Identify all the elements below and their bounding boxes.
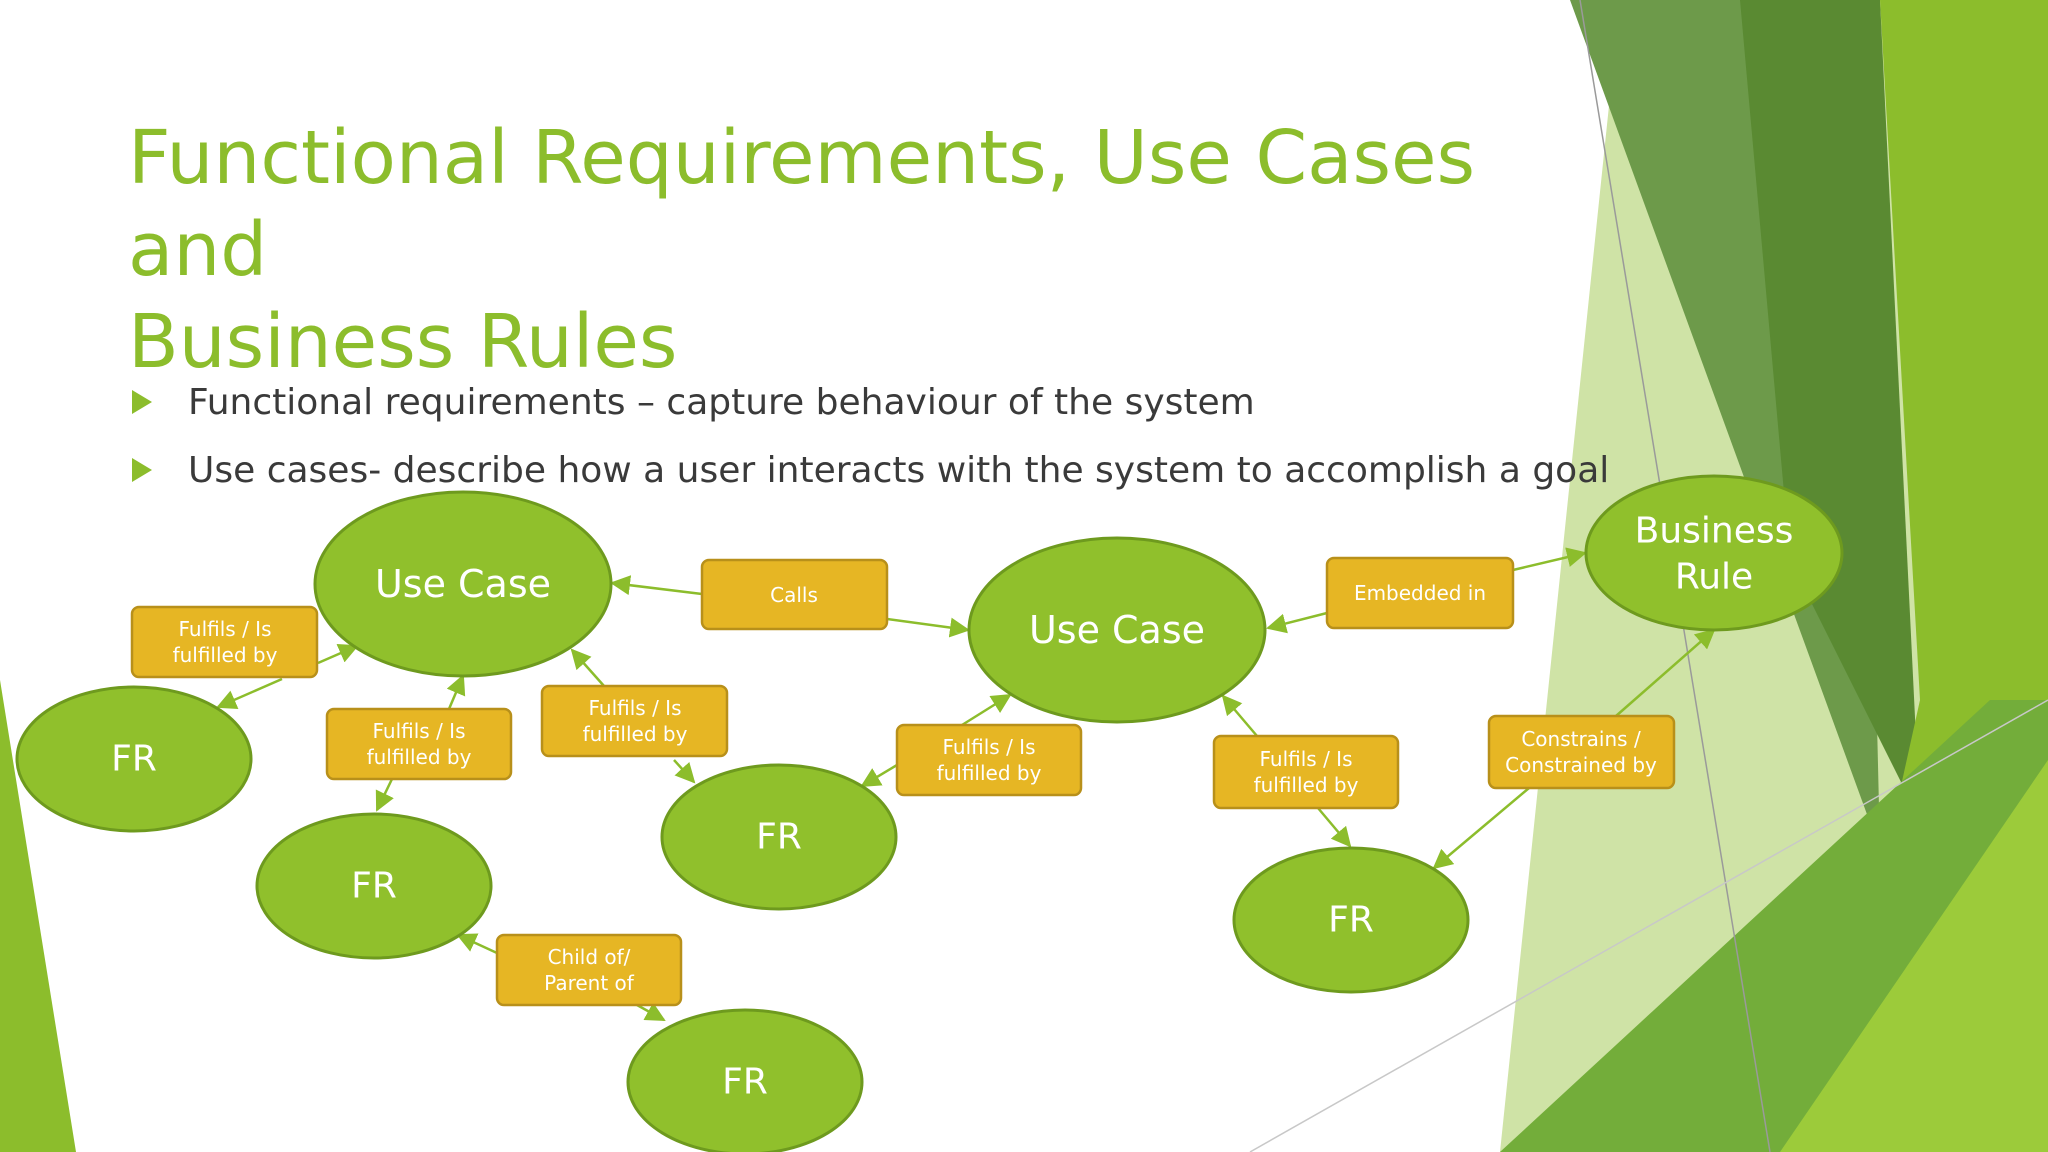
label-fulfils-5-line-1: Fulfils / Is	[1260, 747, 1353, 771]
label-constrains-line-1: Constrains /	[1521, 727, 1641, 751]
node-fr-4: FR	[626, 1008, 864, 1152]
label-fulfils-2-line-2: fulfilled by	[367, 745, 472, 769]
left-green-band	[0, 680, 76, 1152]
node-fr-1: FR	[15, 685, 253, 833]
bullet-text: Use cases- describe how a user interacts…	[188, 449, 1610, 491]
node-business-rule-label-line-2: Rule	[1675, 557, 1753, 598]
label-embedded-in: Embedded in	[1325, 556, 1515, 630]
triangle-bullet-icon	[132, 458, 152, 482]
label-fulfils-2-box	[325, 707, 513, 781]
edge-calls-to-uc1	[610, 575, 703, 596]
edge-calls-to-uc2	[886, 617, 970, 638]
edge-constrains-to-br	[1615, 628, 1716, 717]
label-constrains-line-2: Constrained by	[1505, 753, 1657, 777]
slide-title-line-1: Functional Requirements, Use Cases and	[128, 115, 1476, 293]
label-calls-text: Calls	[770, 583, 818, 607]
label-embedded-in-box	[1325, 556, 1515, 630]
label-fulfils-1-line-2: fulfilled by	[173, 643, 278, 667]
edge-fulfils4-to-uc2	[961, 693, 1012, 727]
label-fulfils-3-line-2: fulfilled by	[583, 722, 688, 746]
edge-fulfils3-to-uc1	[570, 648, 605, 687]
bullet-item-functional-requirements: Functional requirements – capture behavi…	[130, 368, 1609, 436]
edge-child-to-fr2	[456, 933, 498, 955]
node-fr-2: FR	[255, 812, 493, 960]
node-fr-4-label: FR	[722, 1062, 768, 1103]
label-fulfils-1-line-1: Fulfils / Is	[179, 617, 272, 641]
node-business-rule-label-line-1: Business	[1635, 511, 1794, 552]
label-calls: Calls	[700, 558, 889, 631]
slide-title-line-2: Business Rules	[128, 299, 678, 385]
label-fulfils-5-box	[1212, 734, 1400, 810]
node-fr-3: FR	[660, 763, 898, 911]
edge-fulfils5-to-fr5	[1317, 807, 1352, 848]
label-fulfils-3-line-1: Fulfils / Is	[589, 696, 682, 720]
node-use-case-1-label: Use Case	[375, 562, 551, 606]
edge-fulfils2-to-fr2	[375, 778, 394, 812]
node-use-case-2-shape	[967, 536, 1267, 724]
node-use-case-1-shape	[313, 490, 613, 678]
edge-child-to-fr4	[636, 1002, 666, 1022]
label-child-of-line-2: Parent of	[544, 971, 635, 995]
node-use-case-1: Use Case	[313, 490, 613, 678]
label-child-of-line-1: Child of/	[548, 945, 631, 969]
node-use-case-2: Use Case	[967, 536, 1267, 724]
node-business-rule-shape	[1584, 474, 1844, 632]
label-fulfils-1: Fulfils / Is fulfilled by	[130, 605, 319, 679]
edge-fulfils5-to-uc2	[1221, 694, 1258, 737]
slide-title: Functional Requirements, Use Cases and B…	[128, 112, 1588, 388]
label-constrains: Constrains / Constrained by	[1487, 714, 1676, 790]
node-business-rule: Business Rule	[1584, 474, 1844, 632]
label-fulfils-3: Fulfils / Is fulfilled by	[540, 684, 729, 758]
label-fulfils-4: Fulfils / Is fulfilled by	[895, 723, 1083, 797]
label-embedded-in-text: Embedded in	[1354, 581, 1486, 605]
node-fr-5-label: FR	[1328, 900, 1374, 941]
bullet-list: Functional requirements – capture behavi…	[130, 368, 1609, 504]
edge-labels: Calls Embedded in Fulfils / Is fulfilled…	[130, 556, 1676, 1007]
node-fr-5: FR	[1232, 846, 1470, 994]
bullet-item-use-cases: Use cases- describe how a user interacts…	[130, 436, 1609, 504]
node-fr-4-shape	[626, 1008, 864, 1152]
label-fulfils-1-box	[130, 605, 319, 679]
label-calls-box	[700, 558, 889, 631]
edge-embedded-to-br	[1512, 547, 1587, 572]
triangle-bullet-icon	[132, 390, 152, 414]
right-green-band-accent	[1780, 760, 2048, 1152]
node-use-case-2-label: Use Case	[1029, 608, 1205, 652]
label-fulfils-2: Fulfils / Is fulfilled by	[325, 707, 513, 781]
edge-group	[216, 547, 1716, 1022]
edge-fulfils1-to-uc1	[317, 644, 359, 665]
label-fulfils-4-line-1: Fulfils / Is	[943, 735, 1036, 759]
label-constrains-box	[1487, 714, 1676, 790]
label-child-of: Child of/ Parent of	[495, 933, 683, 1007]
edge-fulfils2-to-uc1	[446, 674, 466, 710]
node-fr-2-shape	[255, 812, 493, 960]
node-fr-1-label: FR	[111, 739, 157, 780]
label-child-of-box	[495, 933, 683, 1007]
node-fr-1-shape	[15, 685, 253, 833]
node-fr-2-label: FR	[351, 866, 397, 907]
label-fulfils-5: Fulfils / Is fulfilled by	[1212, 734, 1400, 810]
edge-fulfils3-to-fr3	[673, 759, 696, 784]
edge-embedded-to-uc2	[1266, 611, 1328, 634]
node-fr-3-label: FR	[756, 817, 802, 858]
label-fulfils-3-box	[540, 684, 729, 758]
right-green-band-mid	[1740, 0, 1920, 820]
label-fulfils-4-box	[895, 723, 1083, 797]
thin-diagonal-line-2	[1249, 699, 2048, 1152]
bullet-text: Functional requirements – capture behavi…	[188, 381, 1255, 423]
node-fr-5-shape	[1232, 846, 1470, 994]
label-fulfils-5-line-2: fulfilled by	[1254, 773, 1359, 797]
node-fr-3-shape	[660, 763, 898, 911]
edge-fulfils4-to-fr3	[860, 763, 898, 788]
edge-constrains-to-fr5	[1432, 787, 1530, 870]
label-fulfils-4-line-2: fulfilled by	[937, 761, 1042, 785]
edge-fulfils1-to-fr1	[216, 677, 283, 709]
label-fulfils-2-line-1: Fulfils / Is	[373, 719, 466, 743]
diagram-nodes: Use Case Use Case Business Rule FR FR FR…	[15, 474, 1844, 1152]
